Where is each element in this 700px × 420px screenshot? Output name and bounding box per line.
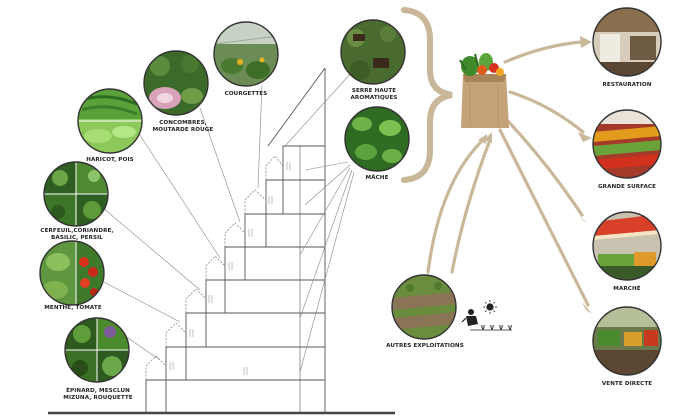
people-figures bbox=[169, 162, 291, 375]
market-photo bbox=[593, 212, 661, 280]
label-serre: SERRE HAUTE AROMATIQUES bbox=[350, 88, 398, 101]
label-mache: MÂCHE bbox=[365, 175, 389, 181]
label-epinard: ÉPINARD, MESCLUN MIZUNA, ROUQUETTE bbox=[63, 388, 133, 401]
grocery-bag-icon bbox=[459, 53, 509, 128]
bean-pea-photo bbox=[78, 89, 142, 153]
cucumber-mustard-photo bbox=[144, 51, 208, 115]
building-section bbox=[145, 67, 326, 413]
label-concombres: CONCOMBRES, MOUTARDE ROUGE bbox=[152, 120, 214, 133]
label-marche: MARCHÉ bbox=[613, 286, 641, 292]
label-cerfeuil: CERFEUIL,CORIANDRE, BASILIC, PERSIL bbox=[40, 228, 114, 241]
aromatic-greenhouse-photo bbox=[341, 20, 405, 84]
label-vente-directe: VENTE DIRECTE bbox=[601, 381, 653, 387]
label-autres-exploitations: AUTRES EXPLOITATIONS bbox=[386, 343, 464, 349]
label-menthe: MENTHE, TOMATE bbox=[44, 305, 102, 311]
distribution-arrows bbox=[426, 40, 590, 307]
herbs-photo bbox=[44, 162, 108, 226]
circle-outlines bbox=[39, 7, 662, 383]
farm-field-photo bbox=[392, 275, 456, 339]
brace-icon bbox=[401, 7, 453, 183]
mint-tomato-photo bbox=[40, 241, 104, 305]
label-courgettes: COURGETTES bbox=[224, 91, 268, 97]
lamb-lettuce-photo bbox=[345, 107, 409, 171]
farmer-icon bbox=[461, 309, 513, 331]
leader-lines bbox=[99, 71, 355, 373]
zucchini-greenhouse-photo bbox=[214, 22, 278, 86]
greenhouse-outlines bbox=[145, 155, 284, 380]
label-haricot: HARICOT, POIS bbox=[86, 157, 134, 163]
label-restauration: RESTAURATION bbox=[602, 82, 652, 88]
sun-icon bbox=[483, 300, 497, 314]
spinach-mix-photo bbox=[65, 318, 129, 382]
label-grande-surface: GRANDE SURFACE bbox=[597, 184, 657, 190]
arrow-heads bbox=[478, 36, 592, 314]
